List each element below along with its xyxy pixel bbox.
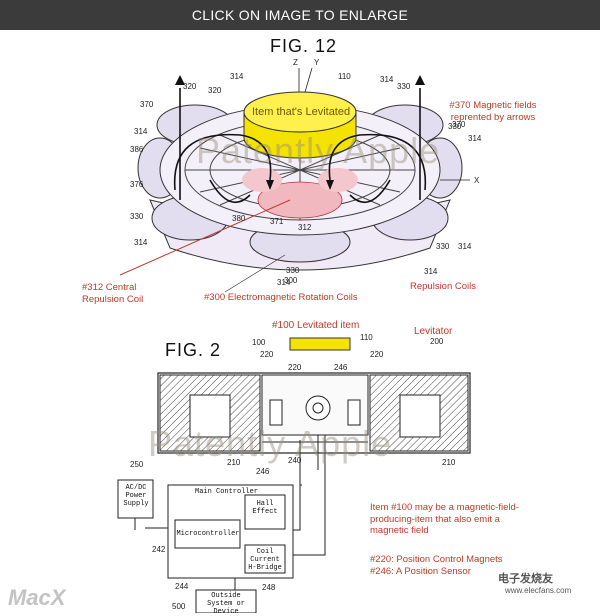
note-220: #220: Position Control Magnets [370, 554, 503, 565]
central-repulsion-coil [257, 181, 343, 219]
ref-370: 370 [452, 120, 466, 129]
ref-386: 386 [130, 145, 144, 154]
item-note: Item #100 may be a magnetic-field-produc… [370, 502, 519, 536]
levitator-note: Levitator [414, 326, 453, 337]
ref-244: 244 [175, 582, 189, 591]
ref-330: 330 [436, 242, 450, 251]
power-supply-label: AC/DC Power Supply [123, 484, 149, 508]
ref-250: 250 [130, 460, 144, 469]
ref-314: 314 [458, 242, 472, 251]
central-coil-leader [119, 199, 291, 276]
fig2-watermark: Patently Apple [148, 423, 393, 464]
ref-200: 200 [430, 337, 444, 346]
magnetic-field-arrows [173, 88, 427, 204]
ref-330: 330 [286, 266, 300, 275]
power-supply-box [117, 479, 154, 519]
ref-242: 242 [152, 545, 166, 554]
ref-380: 380 [232, 214, 246, 223]
ref-y: Y [314, 58, 320, 67]
ref-314: 314 [230, 72, 244, 81]
outside-system-box [195, 589, 257, 613]
ref-312: 312 [298, 223, 312, 232]
ref-330: 330 [397, 82, 411, 91]
ref-246: 246 [256, 467, 270, 476]
ref-314: 314 [134, 238, 148, 247]
ref-210: 210 [227, 458, 241, 467]
ref-371: 371 [270, 217, 284, 226]
microcontroller-label: Microcontroller [176, 530, 240, 538]
macx-watermark: MacX [8, 585, 66, 610]
ref-110: 110 [360, 333, 373, 342]
axes [298, 67, 470, 181]
ref-376: 376 [130, 180, 144, 189]
magnetic-fields-note: #370 Magnetic fields reprented by arrows [449, 100, 537, 123]
repulsion-coils-label: Repulsion Coils [410, 281, 477, 292]
ref-330: 330 [448, 122, 462, 131]
patent-figure[interactable]: FIG. 12 [0, 30, 600, 616]
ref-314: 314 [380, 75, 394, 84]
ref-210: 210 [442, 458, 456, 467]
ref-246: 246 [334, 363, 348, 372]
corner-url: www.elecfans.com [505, 586, 572, 595]
fig2-title: FIG. 2 [165, 340, 222, 360]
ref-220: 220 [260, 350, 274, 359]
ref-314: 314 [468, 134, 482, 143]
fig12-drawing [117, 67, 471, 613]
fig12-watermark: Patently Apple [196, 130, 441, 171]
ref-248: 248 [262, 583, 276, 592]
note-246: #246: A Position Sensor [370, 566, 471, 577]
ref-500: 500 [172, 602, 186, 611]
ref-300: 300 [284, 276, 298, 285]
central-coil-label: #312 Central Repulsion Coil [82, 282, 144, 305]
ref-z: Z [293, 58, 298, 67]
levitated-item-note: #100 Levitated item [272, 320, 360, 331]
levitated-item-label: Item that's Levitated [252, 106, 351, 118]
ref-100: 100 [252, 338, 266, 347]
ref-240: 240 [288, 456, 302, 465]
ref-370: 370 [140, 100, 154, 109]
ref-x: X [474, 176, 480, 185]
coil-current-label: Coil Current H-Bridge [248, 548, 282, 572]
ref-220: 220 [288, 363, 302, 372]
outside-system-label: Outside System or Device [207, 592, 245, 616]
ref-314: 314 [424, 267, 438, 276]
arrow-heads [175, 75, 425, 190]
enlarge-banner[interactable]: CLICK ON IMAGE TO ENLARGE [0, 0, 600, 30]
ref-330: 330 [130, 212, 144, 221]
main-controller-label: Main Controller [195, 488, 259, 496]
fig12-title: FIG. 12 [270, 36, 338, 56]
rotation-coils-label: #300 Electromagnetic Rotation Coils [204, 292, 358, 303]
ref-220: 220 [370, 350, 384, 359]
ref-110: 110 [338, 72, 351, 81]
ref-314: 314 [277, 278, 291, 287]
ref-320: 320 [183, 82, 197, 91]
hall-effect-label: Hall Effect [252, 500, 278, 516]
corner-brand: 电子发烧友 [498, 573, 553, 585]
ref-314: 314 [134, 127, 148, 136]
fig2-levitated-item [289, 337, 351, 351]
ref-320: 320 [208, 86, 222, 95]
